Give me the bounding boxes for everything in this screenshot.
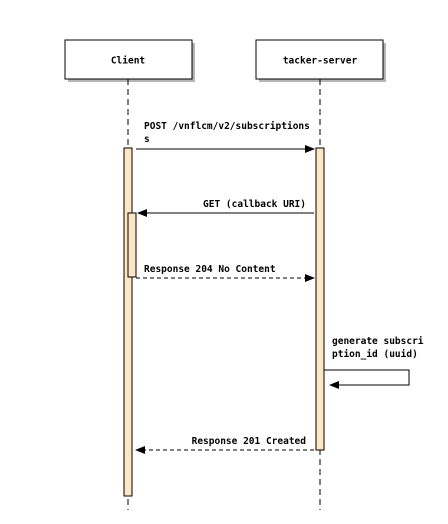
message-post: POST /vnflcm/v2/subscriptions s bbox=[136, 121, 315, 153]
message-selfnote-arrow bbox=[324, 369, 410, 389]
activation-client-main bbox=[123, 147, 133, 497]
participant-client-label: Client bbox=[111, 56, 145, 67]
message-resp204: Response 204 No Content bbox=[136, 264, 315, 282]
message-selfnote-label-line1: generate subscri bbox=[332, 336, 424, 347]
participant-server: tacker-server bbox=[255, 39, 386, 82]
participant-client: Client bbox=[64, 39, 195, 82]
message-get: GET (callback URI) bbox=[137, 199, 314, 217]
participant-server-label: tacker-server bbox=[283, 56, 358, 67]
message-resp201: Response 201 Created bbox=[135, 436, 314, 454]
message-post-label-line1: POST /vnflcm/v2/subscriptions bbox=[144, 121, 310, 132]
message-get-label: GET (callback URI) bbox=[203, 199, 306, 210]
message-post-label-line2: s bbox=[144, 134, 150, 145]
message-resp201-label: Response 201 Created bbox=[192, 436, 307, 447]
message-selfnote: generate subscri ption_id (uuid) bbox=[324, 336, 424, 389]
activation-server-main bbox=[315, 147, 325, 451]
activation-client-nested bbox=[127, 212, 137, 278]
message-selfnote-label-line2: ption_id (uuid) bbox=[332, 349, 418, 360]
message-resp204-label: Response 204 No Content bbox=[144, 264, 276, 275]
